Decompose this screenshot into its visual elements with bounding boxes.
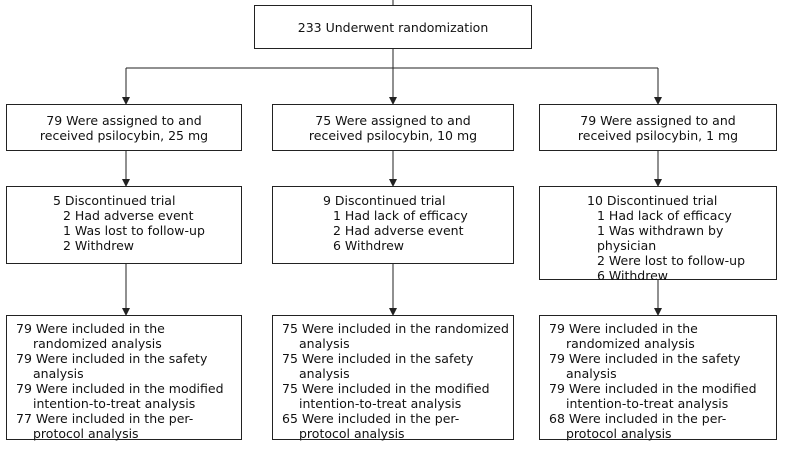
analysis-box-10mg: 75 Were included in the randomized analy…	[272, 315, 514, 441]
analysis-item: 79 Were included in the randomized analy…	[16, 321, 165, 351]
analysis-item: 75 Were included in the modified intenti…	[282, 381, 490, 411]
discontinued-box-10mg: 9 Discontinued trial 1 Had lack of effic…	[272, 186, 514, 264]
discontinued-reason: 2 Withdrew	[63, 238, 135, 253]
analysis-item: 75 Were included in the safety analysis	[282, 351, 474, 381]
analysis-item: 79 Were included in the modified intenti…	[16, 381, 224, 411]
discontinued-reason: 1 Had lack of efficacy	[597, 208, 732, 223]
analysis-box-25mg: 79 Were included in the randomized analy…	[6, 315, 242, 441]
analysis-item: 75 Were included in the randomized analy…	[282, 321, 509, 351]
discontinued-reason: 1 Was lost to follow-up	[63, 223, 205, 238]
analysis-item: 65 Were included in the per-protocol ana…	[282, 411, 460, 441]
discontinued-reason: 1 Was withdrawn by physician	[597, 223, 724, 253]
discontinued-reason: 6 Withdrew	[597, 268, 669, 283]
assigned-label: 79 Were assigned to and received psilocy…	[577, 112, 739, 143]
analysis-box-1mg: 79 Were included in the randomized analy…	[539, 315, 777, 441]
discontinued-box-25mg: 5 Discontinued trial 2 Had adverse event…	[6, 186, 242, 264]
discontinued-reason: 2 Had adverse event	[333, 223, 464, 238]
discontinued-reason: 6 Withdrew	[333, 238, 405, 253]
discontinued-title: 9 Discontinued trial	[323, 193, 446, 208]
analysis-item: 77 Were included in the per-protocol ana…	[16, 411, 194, 441]
assigned-label: 79 Were assigned to and received psilocy…	[39, 112, 209, 143]
analysis-item: 79 Were included in the safety analysis	[549, 351, 741, 381]
analysis-item: 79 Were included in the randomized analy…	[549, 321, 698, 351]
analysis-item: 79 Were included in the modified intenti…	[549, 381, 757, 411]
assigned-label: 75 Were assigned to and received psilocy…	[308, 112, 478, 143]
discontinued-reason: 2 Were lost to follow-up	[597, 253, 746, 268]
analysis-item: 79 Were included in the safety analysis	[16, 351, 208, 381]
discontinued-title: 10 Discontinued trial	[587, 193, 718, 208]
randomization-box: 233 Underwent randomization	[254, 5, 532, 49]
discontinued-reason: 2 Had adverse event	[63, 208, 194, 223]
analysis-item: 68 Were included in the per-protocol ana…	[549, 411, 727, 441]
discontinued-box-1mg: 10 Discontinued trial 1 Had lack of effi…	[539, 186, 777, 283]
assigned-box-10mg: 75 Were assigned to and received psilocy…	[272, 104, 514, 151]
assigned-box-1mg: 79 Were assigned to and received psilocy…	[539, 104, 777, 151]
discontinued-reason: 1 Had lack of efficacy	[333, 208, 468, 223]
discontinued-title: 5 Discontinued trial	[53, 193, 176, 208]
assigned-box-25mg: 79 Were assigned to and received psilocy…	[6, 104, 242, 151]
randomization-label: 233 Underwent randomization	[297, 19, 489, 35]
